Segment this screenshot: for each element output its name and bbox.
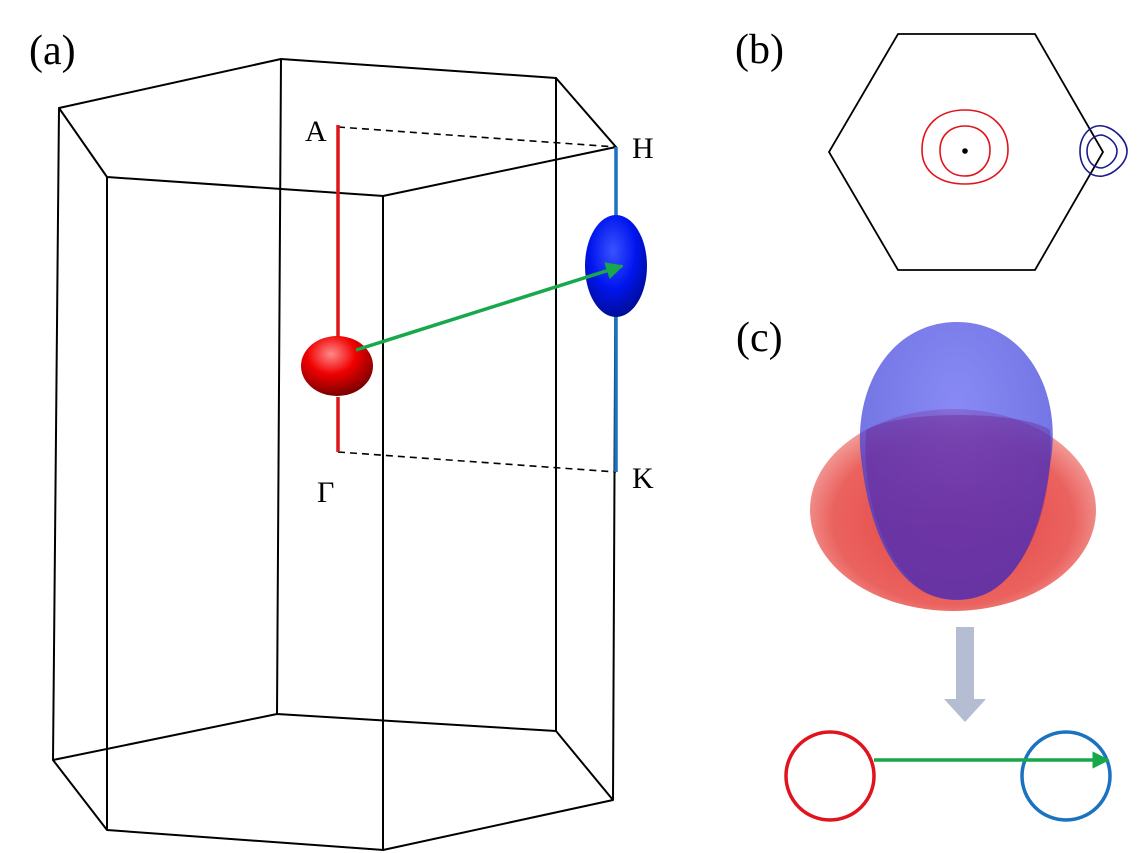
- bottom-hexagon: [52, 713, 614, 851]
- down-arrow: [944, 627, 986, 722]
- gamma-fermi-contours: [921, 109, 1009, 185]
- point-label-a: A: [305, 115, 327, 148]
- nesting-arrow: [355, 262, 624, 352]
- point-label-h: H: [632, 132, 654, 165]
- point-label-gamma: Γ: [317, 476, 334, 509]
- dashed-lines: [337, 126, 617, 473]
- brillouin-zone-prism: [52, 58, 617, 851]
- hexagon-cross-section: [827, 33, 1105, 271]
- blue-pocket-3d: [859, 322, 1053, 600]
- gamma-point-dot: [962, 148, 968, 154]
- panel-label-b: (b): [735, 27, 784, 73]
- k-fermi-contours: [1079, 125, 1128, 177]
- point-label-k: K: [632, 462, 654, 495]
- red-electron-pocket: [301, 336, 373, 396]
- panel-label-c: (c): [736, 315, 783, 361]
- blue-circle-schematic: [1020, 730, 1112, 822]
- red-circle-schematic: [784, 730, 876, 822]
- panel-label-a: (a): [29, 28, 76, 74]
- overlap-region: [865, 415, 1051, 600]
- blue-electron-pocket: [585, 215, 647, 317]
